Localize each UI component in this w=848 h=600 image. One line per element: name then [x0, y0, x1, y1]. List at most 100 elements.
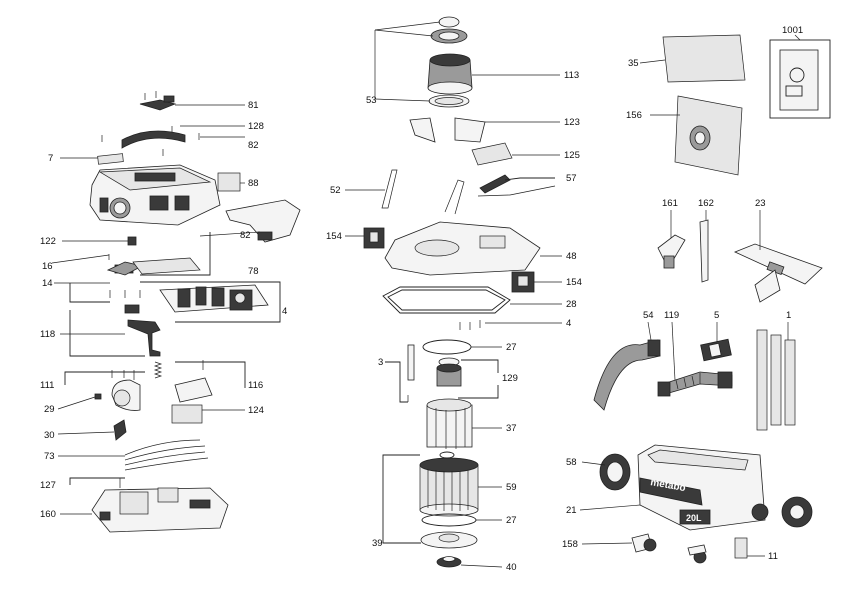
callout-119: 119	[664, 310, 679, 321]
part-30-board	[113, 419, 127, 441]
callout-40: 40	[506, 562, 517, 573]
callout-4-left: 4	[282, 306, 287, 317]
part-23-floor-nozzle	[733, 243, 823, 303]
part-37-cage	[426, 398, 473, 449]
part-27-ring-top	[422, 339, 472, 355]
part-4-screws	[459, 320, 481, 330]
callout-53: 53	[366, 95, 377, 106]
callout-113: 113	[564, 70, 579, 81]
part-1001-box	[769, 39, 831, 119]
part-119-hose	[657, 371, 733, 397]
callout-162: 162	[698, 198, 714, 209]
callout-30: 30	[44, 430, 55, 441]
spring	[153, 361, 163, 379]
part-154-clip-left	[363, 227, 385, 249]
callout-27-bottom: 27	[506, 515, 517, 526]
callout-7: 7	[48, 153, 53, 164]
right-guide-lines	[579, 34, 801, 557]
part-40-knob	[436, 556, 462, 568]
part-118-cable	[124, 304, 161, 357]
part-122-clip	[127, 236, 137, 246]
callout-23: 23	[755, 198, 766, 209]
callout-labels: 81 128 82 7 88 82 122 16 78 14 4 118 111…	[40, 25, 803, 573]
callout-160: 160	[40, 509, 56, 520]
part-116-plate	[174, 360, 213, 403]
callout-21: 21	[566, 505, 577, 516]
callout-158: 158	[562, 539, 578, 550]
part-111-motor-housing	[111, 370, 141, 411]
callout-73: 73	[44, 451, 55, 462]
callout-1: 1	[786, 310, 791, 321]
part-82-cover	[225, 199, 301, 243]
callout-125: 125	[564, 150, 580, 161]
callout-128: 128	[248, 121, 264, 132]
callout-124: 124	[248, 405, 264, 416]
part-29-nut	[94, 393, 102, 400]
callout-1001: 1001	[782, 25, 803, 36]
part-123-seal	[409, 117, 486, 143]
callout-27-top: 27	[506, 342, 517, 353]
callout-48: 48	[566, 251, 577, 262]
part-88b-plate	[132, 257, 201, 275]
callout-78: 78	[248, 266, 259, 277]
callout-58: 58	[566, 457, 577, 468]
part-7-label	[97, 153, 124, 165]
part-1-tubes	[756, 329, 796, 431]
part-160-base	[91, 478, 229, 533]
part-5-adapter	[700, 338, 732, 362]
part-57-latch	[477, 174, 511, 197]
callout-57: 57	[566, 173, 577, 184]
callout-4-mid: 4	[566, 318, 571, 329]
part-53-rings	[430, 16, 468, 44]
callout-5: 5	[714, 310, 719, 321]
callout-154-left: 154	[326, 231, 342, 242]
upper-housing	[89, 164, 221, 226]
electronics-board	[159, 284, 269, 313]
part-124-filter	[171, 404, 203, 424]
callout-28: 28	[566, 299, 577, 310]
callout-156: 156	[626, 110, 642, 121]
callout-129: 129	[502, 373, 518, 384]
part-162-crevice	[699, 219, 709, 283]
callout-52: 52	[330, 185, 341, 196]
callout-82b: 82	[240, 230, 251, 241]
part-88-plate	[217, 172, 241, 192]
callout-81: 81	[248, 100, 259, 111]
callout-82: 82	[248, 140, 259, 151]
callout-116: 116	[248, 380, 263, 391]
part-35-bag	[662, 34, 746, 83]
callout-29: 29	[44, 404, 55, 415]
part-39-cap	[420, 531, 478, 549]
part-52-lever	[381, 169, 398, 209]
part-154-clip-right	[511, 271, 535, 293]
callout-16: 16	[42, 261, 53, 272]
callout-37: 37	[506, 423, 517, 434]
part-14-screws	[109, 290, 141, 298]
part-28-gasket	[382, 286, 511, 314]
part-54-handle	[593, 339, 661, 411]
part-73-cables	[124, 439, 209, 471]
part-113-motor	[427, 53, 473, 108]
callout-54: 54	[643, 310, 654, 321]
callout-161: 161	[662, 198, 678, 209]
part-48-lid	[384, 179, 541, 276]
tank-size-text: 20L	[686, 513, 702, 523]
part-16-switch	[106, 254, 144, 276]
callout-111: 111	[40, 380, 54, 391]
part-11-sticker	[734, 537, 748, 559]
part-156-filter-bag	[674, 95, 743, 176]
left-guide-lines	[51, 104, 281, 515]
callout-59: 59	[506, 482, 517, 493]
part-161-nozzle	[657, 234, 686, 269]
callout-122: 122	[40, 236, 56, 247]
callout-118: 118	[40, 329, 55, 340]
callout-11: 11	[768, 551, 778, 562]
callout-3: 3	[378, 357, 383, 368]
callout-127: 127	[40, 480, 56, 491]
part-158-caster	[631, 533, 707, 564]
part-58-wheel	[599, 453, 631, 491]
part-129-float	[436, 357, 462, 387]
part-3-rod	[407, 344, 415, 402]
middle-guide-lines	[345, 21, 562, 568]
